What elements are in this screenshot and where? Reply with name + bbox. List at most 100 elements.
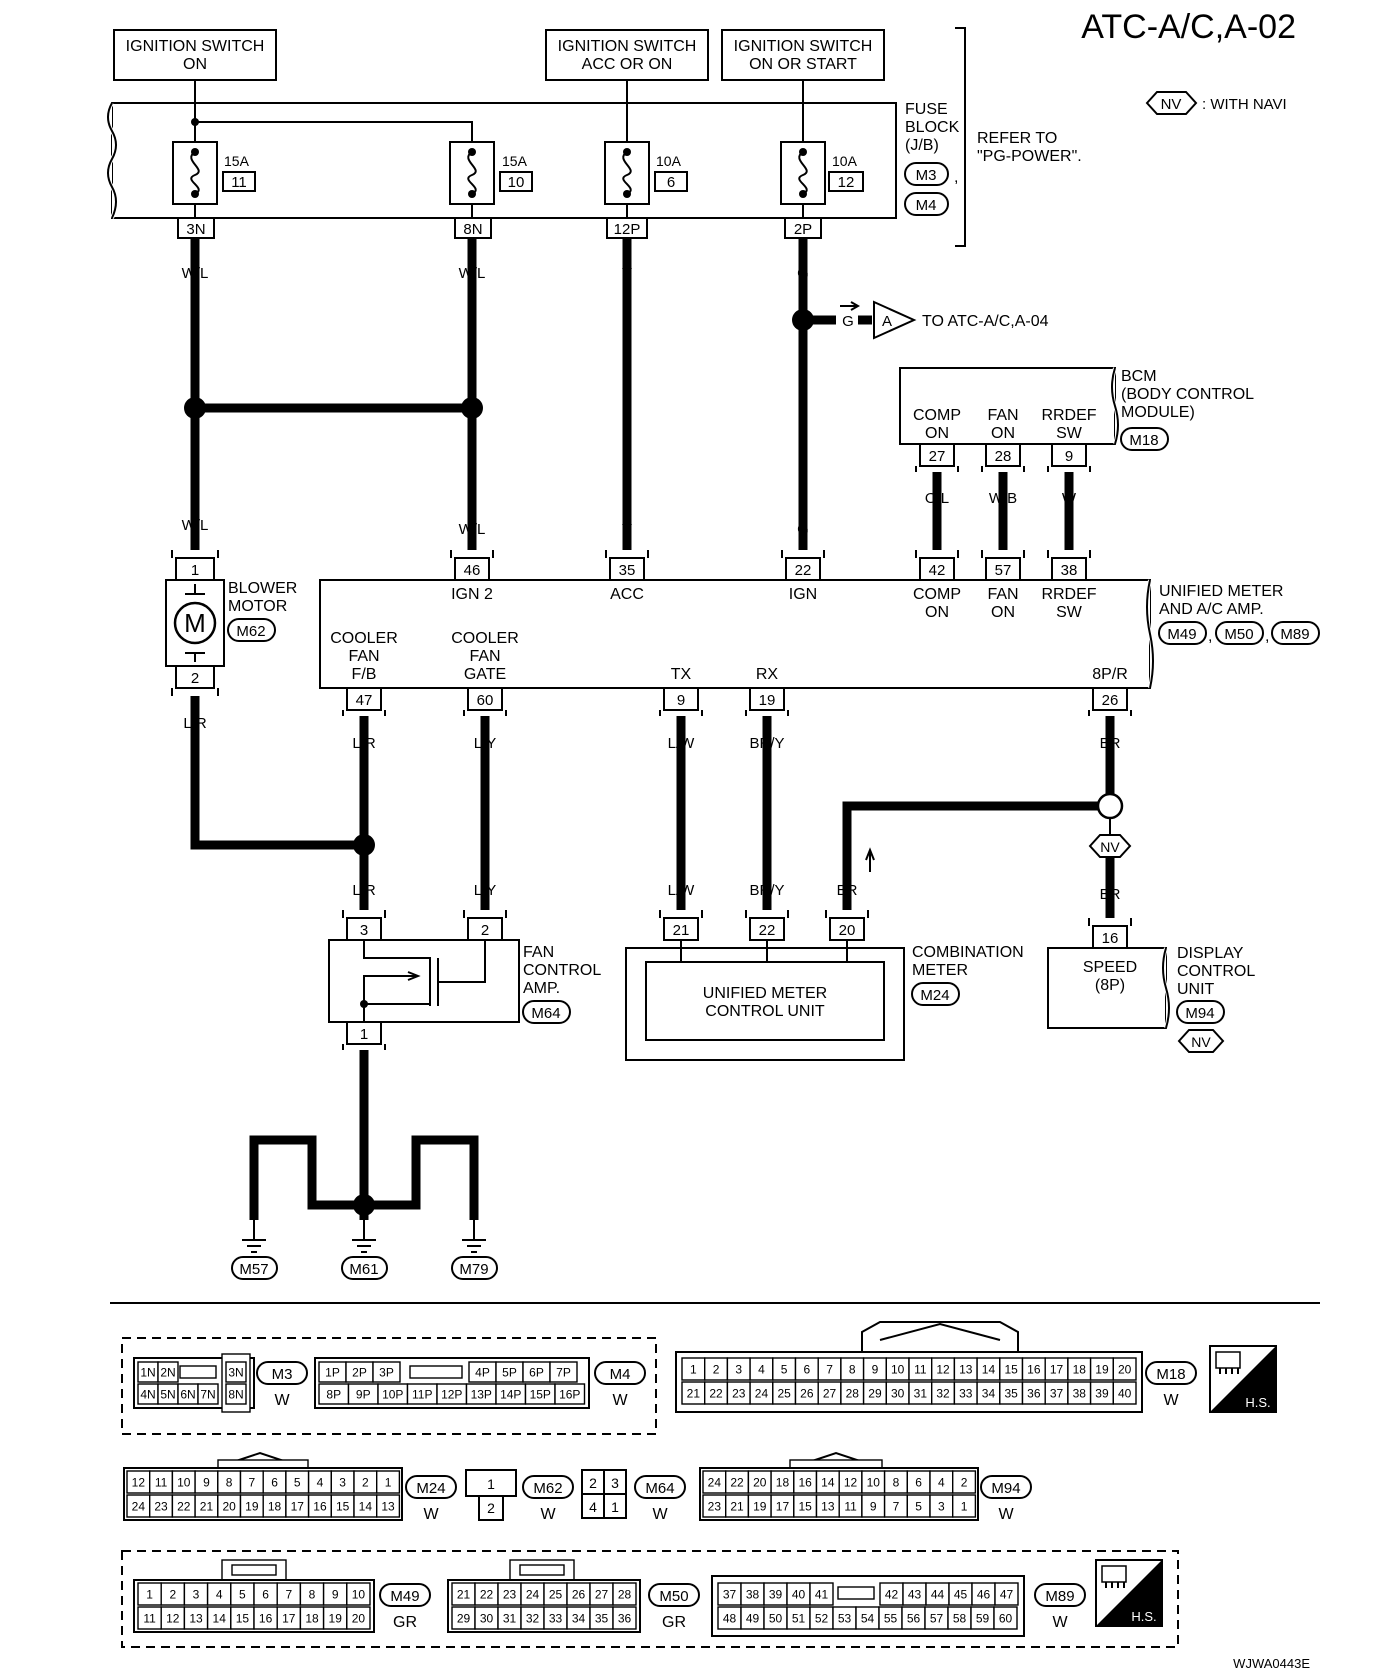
pin-cell: 11 [914, 1362, 927, 1376]
svg-text:B: B [249, 1156, 259, 1173]
pin-cell: 21 [687, 1386, 701, 1400]
svg-text:M18: M18 [1156, 1366, 1185, 1383]
pin-cell: 12 [132, 1475, 146, 1489]
pin-cell: 30 [480, 1611, 494, 1625]
svg-text:BR: BR [1100, 735, 1121, 752]
svg-text:38: 38 [1061, 562, 1078, 579]
svg-text:MOTOR: MOTOR [228, 598, 287, 615]
pin-cell: 25 [777, 1386, 791, 1400]
bcm-module: COMP ON FAN ON RRDEF SW 27 28 9 BCM (BOD… [899, 367, 1254, 550]
pin-cell: 19 [329, 1611, 343, 1625]
connector-m94-badge: M94 [1176, 1000, 1225, 1024]
pin-cell: 54 [861, 1611, 875, 1625]
svg-text:A: A [882, 313, 892, 330]
pin-cell: 57 [930, 1611, 944, 1625]
motor-symbol: M [184, 608, 206, 638]
svg-text:IGN 2: IGN 2 [451, 586, 493, 603]
svg-text:W: W [423, 1506, 439, 1523]
pin-cell: 36 [618, 1611, 632, 1625]
pin-cell: 2P [352, 1365, 367, 1379]
svg-text:B: B [307, 1156, 317, 1173]
pin-cell: 31 [503, 1611, 517, 1625]
svg-text:47: 47 [356, 692, 373, 709]
svg-text:TX: TX [671, 666, 692, 683]
svg-text:ON: ON [991, 425, 1015, 442]
svg-text:IGN: IGN [789, 586, 817, 603]
pin-cell: 7P [556, 1365, 571, 1379]
ground-m57: M57 [231, 1256, 278, 1280]
pin-cell: 3N [228, 1365, 243, 1379]
svg-text:12: 12 [838, 174, 855, 191]
svg-text:16: 16 [1102, 930, 1119, 947]
svg-text:4: 4 [589, 1499, 597, 1515]
svg-text:BR: BR [837, 882, 858, 899]
svg-text:2: 2 [191, 670, 199, 687]
pin-cell: 32 [526, 1611, 540, 1625]
pin-cell: 24 [755, 1386, 769, 1400]
svg-text:COOLER: COOLER [451, 630, 519, 647]
pin-cell: 17 [1050, 1362, 1064, 1376]
pin-cell: 2 [961, 1475, 968, 1489]
offpage-connector-a: A TO ATC-A/C,A-04 [873, 300, 1049, 340]
pin-cell: 13 [959, 1362, 973, 1376]
pin-cell: 38 [746, 1587, 760, 1601]
bcm-pin-9: 9 [1051, 443, 1087, 467]
pin-cell: 16 [313, 1499, 327, 1513]
pin-cell: 24 [708, 1475, 722, 1489]
svg-text:F/B: F/B [352, 666, 377, 683]
svg-text:M62: M62 [236, 623, 265, 640]
svg-text:V: V [622, 265, 632, 282]
pin-cell: 18 [305, 1611, 319, 1625]
pin-cell: 5N [160, 1387, 175, 1401]
pin-cell: 22 [480, 1587, 494, 1601]
pin-cell: 10 [891, 1362, 905, 1376]
pin-cell: 17 [776, 1499, 790, 1513]
pin-cell: 1 [146, 1587, 153, 1601]
pin-cell: 47 [1000, 1587, 1014, 1601]
svg-text:B: B [359, 1073, 369, 1090]
svg-text:,: , [1265, 628, 1269, 645]
ground-wiring: B B B B B B M57 M61 M79 [231, 1050, 498, 1280]
svg-text:10A: 10A [832, 153, 858, 169]
svg-text:BR/Y: BR/Y [749, 882, 784, 899]
svg-text:46: 46 [464, 562, 481, 579]
lower-wiring: L/R L/R L/R L/Y L/Y L/W L/W BR/Y BR/Y BR… [183, 696, 1132, 918]
connector-m4-badge: M4 [904, 192, 949, 216]
ua-pin-35: 35 [609, 557, 645, 581]
svg-text:M3: M3 [272, 1366, 293, 1383]
pin-cell: 36 [1027, 1386, 1041, 1400]
pin-cell: 7 [285, 1587, 292, 1601]
svg-text:3N: 3N [186, 221, 205, 238]
ua-pin-42: 42 [919, 557, 955, 581]
pin-cell: 4P [475, 1365, 490, 1379]
bcm-pin-27: 27 [919, 443, 955, 467]
pin-cell: 2 [713, 1362, 720, 1376]
pin-cell: 7 [893, 1499, 900, 1513]
svg-text:NV: NV [1191, 1034, 1211, 1050]
svg-text:W: W [1163, 1392, 1179, 1409]
pin-cell: 18 [776, 1475, 790, 1489]
nv-badge-wire: NV [1088, 834, 1132, 858]
pin-cell: 15 [336, 1499, 350, 1513]
svg-text:1: 1 [360, 1026, 368, 1043]
svg-text:W: W [274, 1392, 290, 1409]
svg-text:M94: M94 [1185, 1005, 1214, 1022]
connector-face-m94-badge: M94 [980, 1475, 1032, 1499]
pin-cell: 11 [844, 1499, 857, 1513]
pin-cell: 46 [977, 1587, 991, 1601]
svg-text:M61: M61 [349, 1261, 378, 1278]
pin-cell: 11 [155, 1475, 168, 1489]
pin-cell: 13 [821, 1499, 835, 1513]
svg-text:ACC: ACC [610, 586, 644, 603]
pin-cell: 13 [381, 1499, 395, 1513]
pin-cell: 53 [838, 1611, 852, 1625]
pin-cell: 44 [931, 1587, 945, 1601]
svg-text:(BODY CONTROL: (BODY CONTROL [1121, 386, 1254, 403]
svg-text:METER: METER [912, 962, 968, 979]
pin-cell: 39 [769, 1587, 783, 1601]
pin-cell: 11 [143, 1611, 156, 1625]
connector-m24-badge: M24 [911, 982, 960, 1006]
